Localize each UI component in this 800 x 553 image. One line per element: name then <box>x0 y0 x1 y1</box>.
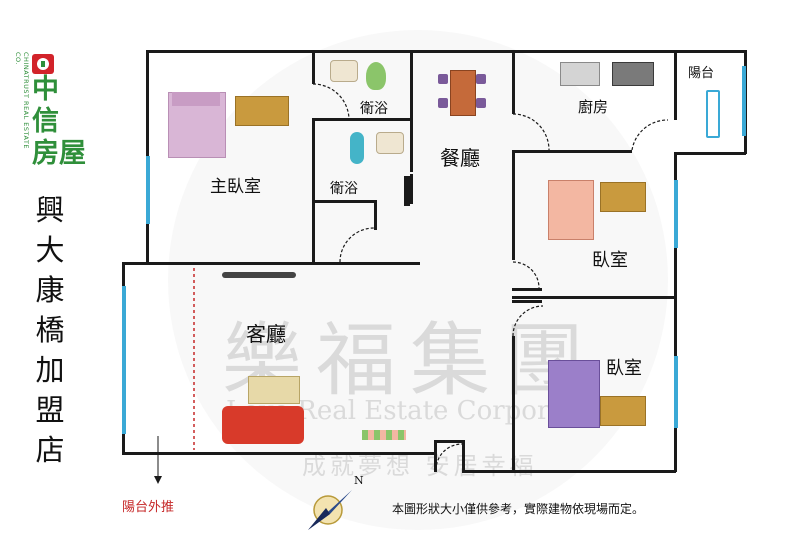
brand-logo-icon <box>32 54 54 74</box>
bedroom3-bed <box>548 360 600 428</box>
compass-icon <box>308 490 352 530</box>
wall <box>312 118 412 121</box>
dining-chair <box>438 98 448 108</box>
master-desk <box>235 96 289 126</box>
balcony-extension-label: 陽台外推 <box>122 500 175 515</box>
wall <box>462 470 676 473</box>
bath1-toilet <box>366 62 386 90</box>
brand-name-line: 信 <box>32 106 59 137</box>
wall <box>674 152 677 472</box>
room-label-bedroom-2: 臥室 <box>592 250 628 271</box>
window <box>674 356 678 428</box>
window <box>146 156 150 224</box>
kitchen-stove <box>612 62 654 86</box>
wall <box>512 288 542 291</box>
wall <box>512 50 515 114</box>
bedroom2-bed <box>548 180 594 240</box>
wall <box>404 176 410 206</box>
wall <box>512 150 632 153</box>
disclaimer: 本圖形狀大小僅供參考，實際建物依現場而定。 <box>392 502 645 516</box>
store-name-char: 橋 <box>35 313 65 347</box>
wall <box>512 300 542 303</box>
wall <box>674 50 677 120</box>
shoe-row <box>362 430 406 440</box>
wall <box>146 50 746 53</box>
wall <box>434 440 437 472</box>
wall <box>512 336 515 472</box>
sofa <box>222 406 304 444</box>
room-label-master-bedroom: 主臥室 <box>210 177 261 197</box>
store-name-char: 康 <box>35 273 65 307</box>
room-label-bedroom-3: 臥室 <box>606 358 642 379</box>
coffee-table <box>248 376 300 404</box>
wall <box>122 262 420 265</box>
wall <box>312 50 315 84</box>
brand-name: 中 信 房屋 <box>32 74 104 170</box>
extension-arrow-head <box>154 476 162 484</box>
brand-side-text: CHINATRUST REAL ESTATE CO. <box>14 52 30 150</box>
watermark-slogan: 成就夢想 安居幸福 <box>302 452 538 480</box>
wall <box>434 440 464 443</box>
bath2-toilet <box>350 132 364 164</box>
room-label-bath-2: 衛浴 <box>330 181 358 197</box>
brand-name-line: 房屋 <box>32 138 86 169</box>
store-name-char: 大 <box>35 233 65 267</box>
store-name-char: 店 <box>35 433 65 467</box>
bedroom2-desk <box>600 182 646 212</box>
window <box>674 180 678 248</box>
dining-chair <box>438 74 448 84</box>
bedroom3-desk <box>600 396 646 426</box>
store-name-char: 盟 <box>35 393 65 427</box>
wall <box>122 452 436 455</box>
balcony-rack <box>706 90 720 138</box>
room-label-balcony: 陽台 <box>688 66 715 81</box>
bath2-sink <box>376 132 404 154</box>
master-bed-pillow <box>172 92 220 106</box>
store-name-char: 加 <box>35 353 65 387</box>
window <box>122 286 126 434</box>
room-label-kitchen: 廚房 <box>578 98 609 116</box>
wall <box>410 174 413 204</box>
tv-cabinet <box>222 272 296 278</box>
kitchen-sink <box>560 62 600 86</box>
brand-name-line: 中 <box>32 74 59 105</box>
wall <box>374 200 377 230</box>
room-label-living: 客廳 <box>246 322 286 346</box>
dining-chair <box>476 74 486 84</box>
bath1-sink <box>330 60 358 82</box>
window <box>742 66 746 136</box>
wall <box>512 150 515 260</box>
store-name: 興 大 康 橋 加 盟 店 <box>30 190 70 470</box>
dining-table <box>450 70 476 116</box>
store-name-char: 興 <box>35 193 65 227</box>
wall <box>312 120 315 264</box>
room-label-dining: 餐廳 <box>440 146 480 170</box>
wall <box>512 296 676 299</box>
wall <box>462 440 465 473</box>
compass-letter: N <box>354 474 364 487</box>
wall <box>676 152 746 155</box>
wall <box>312 200 376 203</box>
room-label-bath-1: 衛浴 <box>360 101 388 117</box>
wall <box>410 50 413 172</box>
dining-chair <box>476 98 486 108</box>
